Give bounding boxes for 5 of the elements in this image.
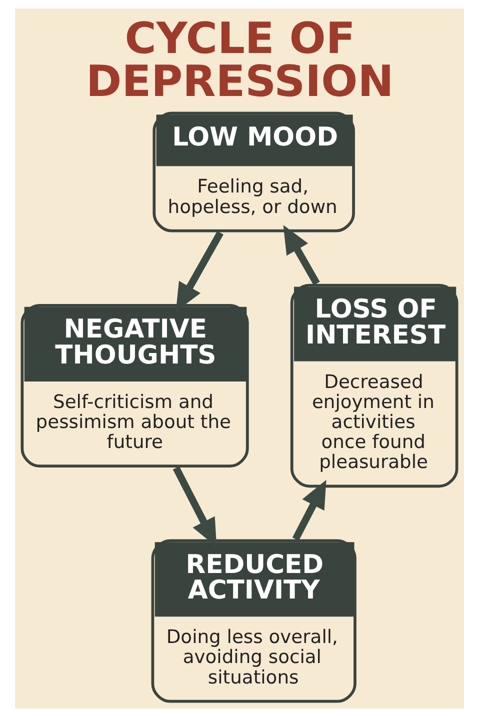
arrow <box>172 466 216 548</box>
arrow <box>175 230 223 312</box>
diagram-title: CYCLE OF DEPRESSION <box>86 14 394 107</box>
arrow <box>292 480 326 541</box>
arrow <box>282 224 320 286</box>
